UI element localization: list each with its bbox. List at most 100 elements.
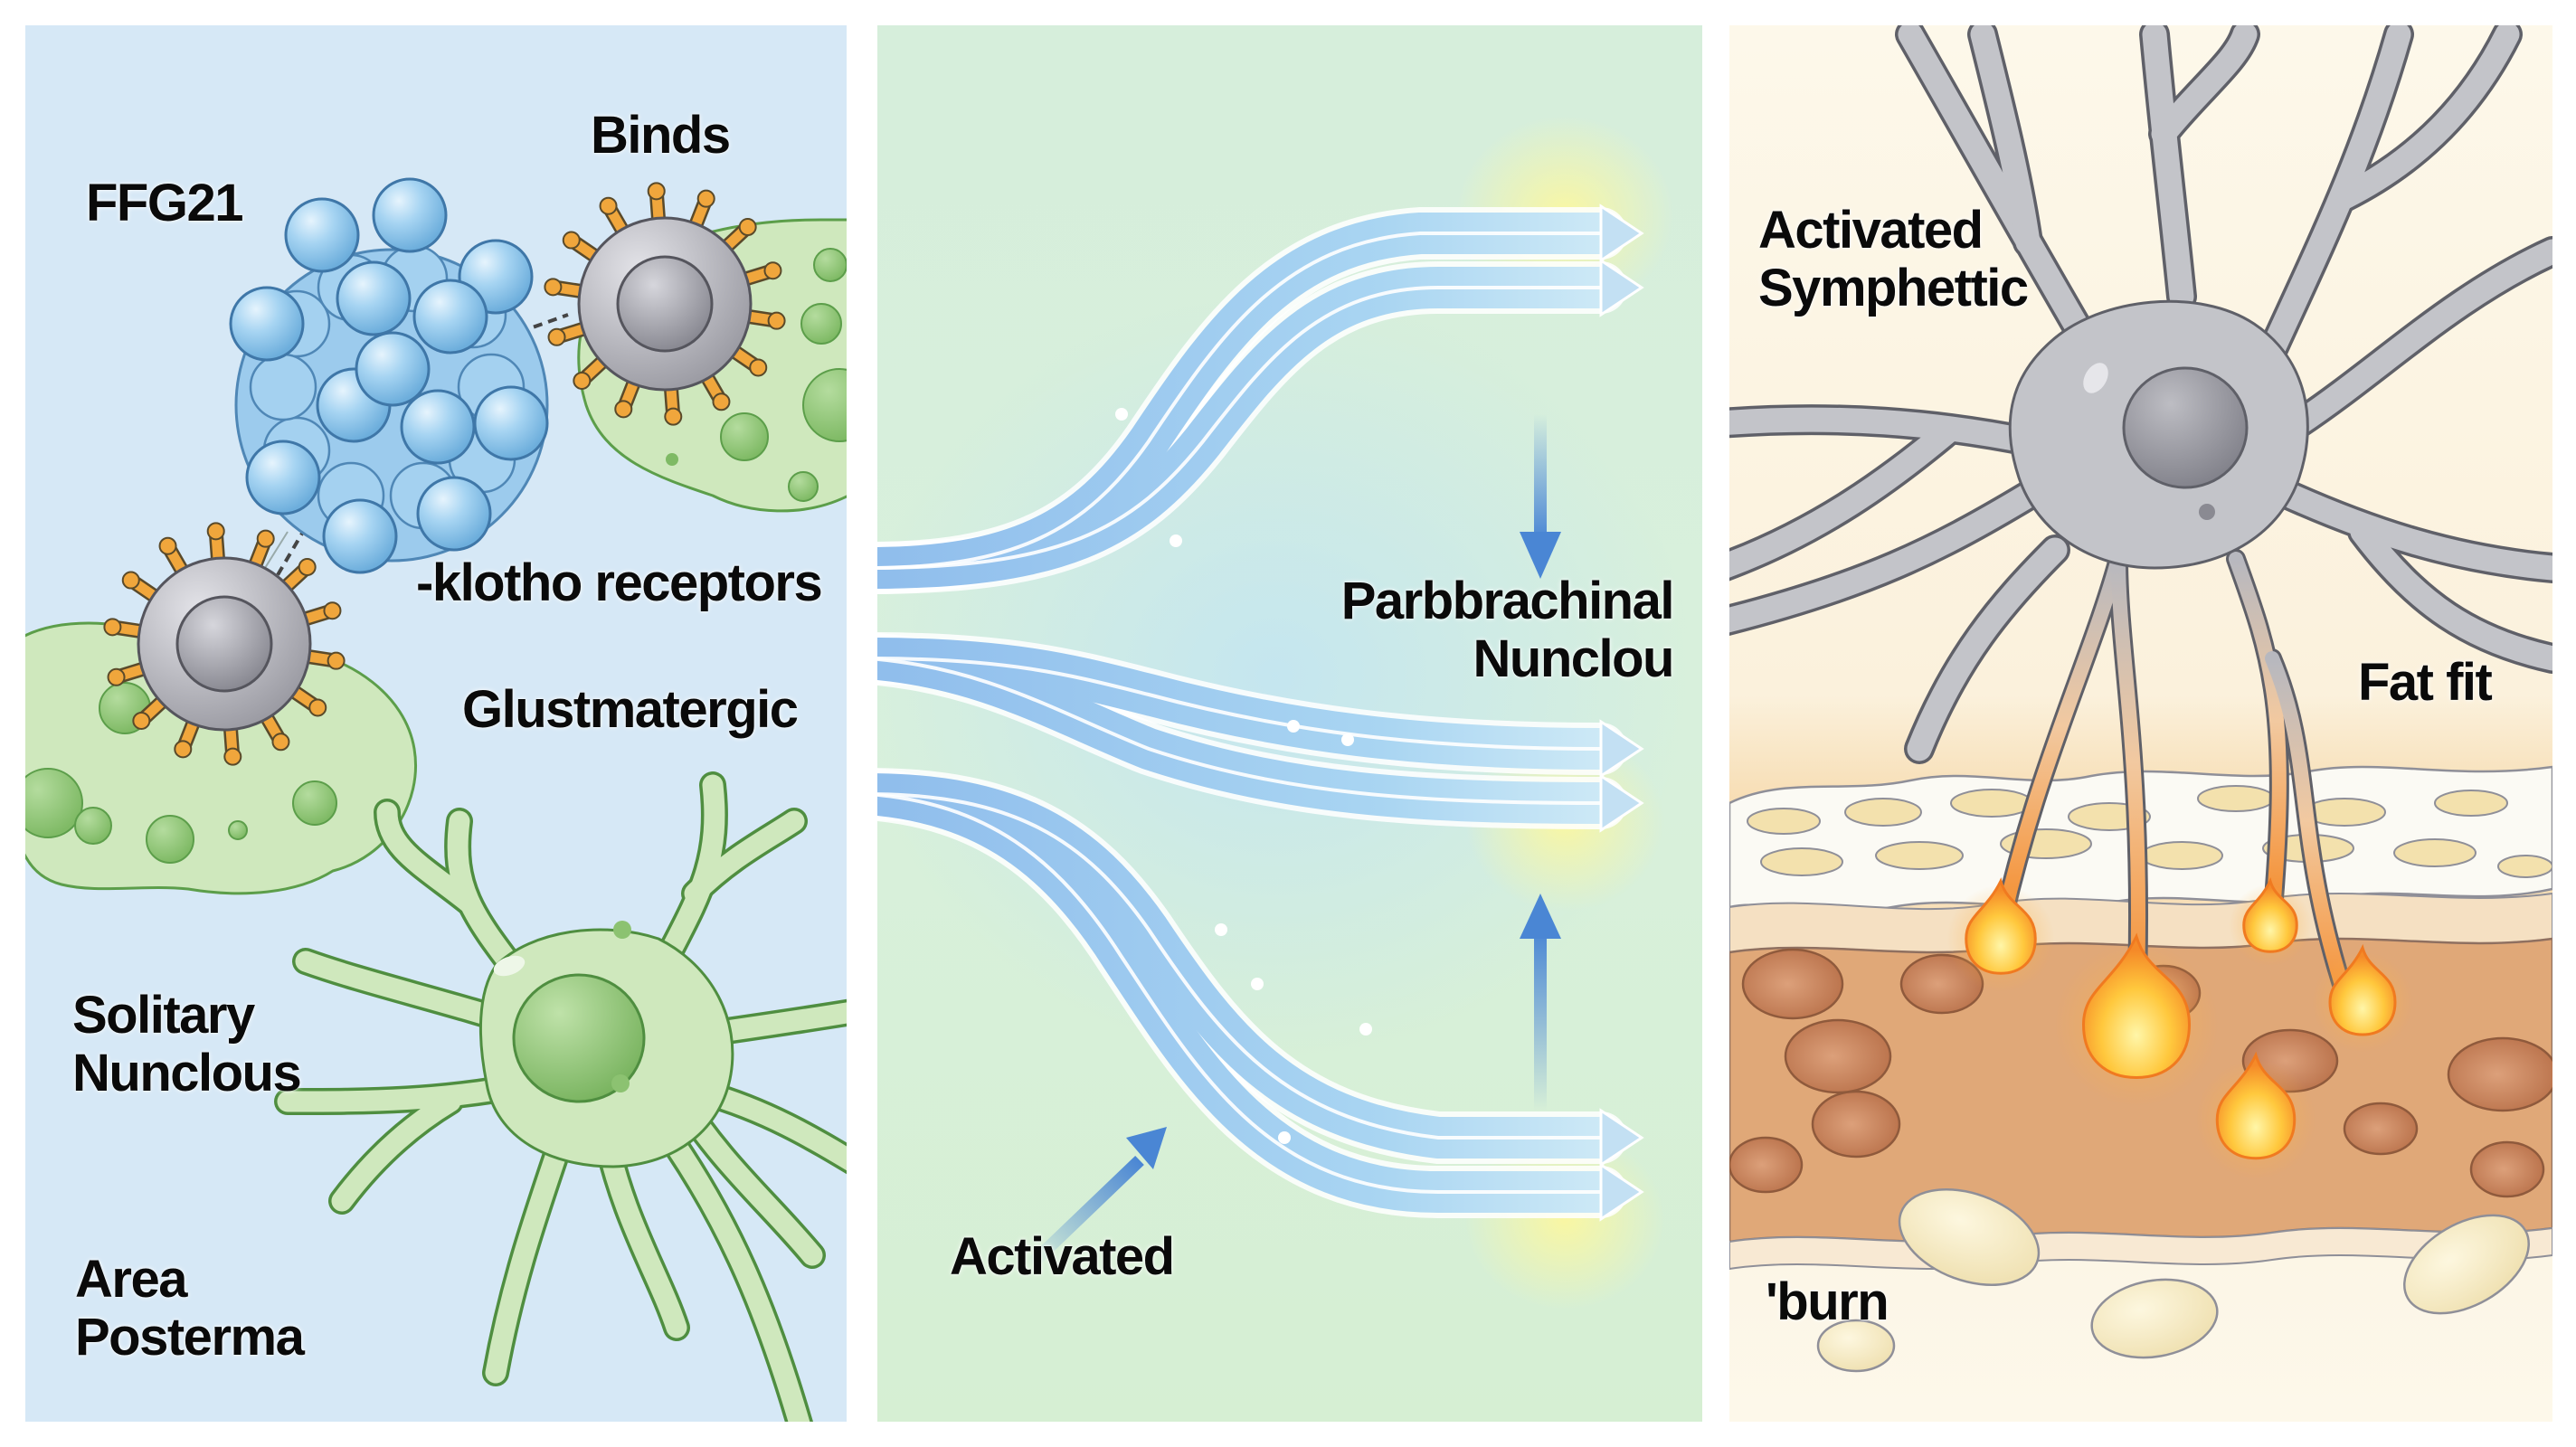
label-glutamatergic: Glustmatergic bbox=[462, 680, 799, 739]
label-fat-fit: Fat fit bbox=[2358, 653, 2493, 712]
flame-icon bbox=[1965, 877, 2037, 975]
dendrite bbox=[2278, 483, 2552, 581]
receptor-tip bbox=[206, 522, 225, 541]
receptor-tip bbox=[174, 740, 193, 759]
arrow-head-icon bbox=[1599, 258, 1644, 317]
axon bbox=[2265, 651, 2361, 1027]
arrow-head-icon bbox=[1599, 203, 1644, 263]
pathway-highlight bbox=[877, 657, 1603, 751]
activation-arrow-icon bbox=[1027, 1127, 1167, 1270]
axon bbox=[2229, 552, 2287, 928]
protein-subunit bbox=[336, 260, 412, 336]
brown-adipocyte bbox=[2469, 1140, 2545, 1198]
pathway-highlight bbox=[877, 792, 1603, 1194]
receptor-tip bbox=[132, 711, 151, 730]
dendrite bbox=[1729, 483, 2041, 633]
receptor-tip bbox=[323, 601, 342, 620]
receptor-tip bbox=[763, 261, 782, 280]
brainstem-illustration bbox=[25, 177, 847, 1422]
label-burn: 'burn bbox=[1766, 1272, 1889, 1331]
dendrite bbox=[2151, 25, 2258, 147]
fgf21-protein-cluster-icon bbox=[229, 177, 549, 574]
pathway-highlight bbox=[877, 657, 1603, 805]
receptor-tip bbox=[738, 218, 757, 237]
brown-adipocyte bbox=[1811, 1090, 1901, 1159]
receptor-tip bbox=[599, 196, 618, 215]
protein-subunit bbox=[412, 279, 488, 355]
lipid-droplet bbox=[1816, 1319, 1896, 1373]
klotho-receptor-cell-icon bbox=[544, 182, 786, 426]
panel-brainstem: FFG21 Binds -klotho receptors Glustmater… bbox=[25, 25, 847, 1422]
arrow-head-icon bbox=[1599, 773, 1644, 833]
protein-subunit bbox=[372, 177, 448, 253]
brown-adipocyte bbox=[1784, 1018, 1892, 1094]
label-klotho-receptors: -klotho receptors bbox=[416, 553, 823, 612]
signal-spark bbox=[1341, 733, 1354, 746]
panel-signal-pathway: Parbbrachinal Nunclou Activated bbox=[877, 25, 1702, 1422]
label-solitary-nucleus: Solitary Nunclous bbox=[72, 986, 302, 1102]
signal-spark bbox=[1359, 1023, 1372, 1036]
receptor-tip bbox=[308, 698, 327, 717]
label-fgf21: FFG21 bbox=[86, 174, 244, 232]
receptor-tip bbox=[573, 371, 592, 390]
brown-adipocyte bbox=[2343, 1102, 2419, 1156]
protein-subunit bbox=[229, 286, 305, 362]
receptor-tip bbox=[749, 358, 768, 377]
flame-icon bbox=[2328, 943, 2397, 1036]
axon bbox=[2111, 552, 2146, 1018]
adipocyte bbox=[2434, 790, 2508, 817]
receptor-tip bbox=[544, 278, 563, 297]
receptor-tip bbox=[298, 558, 317, 577]
brown-adipocyte bbox=[2447, 1036, 2552, 1112]
receptor-tip bbox=[107, 667, 126, 686]
pathway-illustration bbox=[877, 116, 1691, 1310]
dendrite bbox=[1898, 25, 2104, 364]
receptor-tip bbox=[223, 747, 242, 766]
receptor-tip bbox=[696, 189, 715, 208]
receptor-tip bbox=[614, 400, 633, 419]
adipocyte bbox=[2393, 838, 2477, 867]
receptor-tip bbox=[256, 529, 275, 548]
dendrite bbox=[1729, 407, 2041, 454]
signal-spark bbox=[1287, 720, 1300, 733]
receptor-tip bbox=[121, 571, 140, 590]
signal-spark bbox=[1215, 923, 1227, 936]
pathway-highlight bbox=[877, 792, 1603, 1140]
adipocyte bbox=[2197, 785, 2275, 812]
receptor-tip bbox=[647, 182, 666, 201]
dendrite bbox=[2350, 519, 2552, 671]
brown-adipocyte bbox=[1729, 1136, 1804, 1194]
receptor-tip bbox=[103, 618, 122, 637]
receptor-tip bbox=[158, 536, 177, 555]
lipid-droplet bbox=[1898, 1187, 2041, 1287]
signal-spark bbox=[1278, 1131, 1291, 1144]
adipocyte bbox=[1747, 808, 1821, 835]
brown-adipocyte bbox=[1741, 948, 1844, 1020]
dendrite bbox=[1907, 537, 2068, 761]
sympathetic-neuron-icon bbox=[1729, 25, 2552, 1030]
up-arrow-icon bbox=[1520, 894, 1561, 1111]
down-arrow-icon bbox=[1520, 414, 1561, 579]
lipid-droplet bbox=[2090, 1278, 2219, 1359]
pathway-highlight bbox=[877, 286, 1603, 570]
protein-subunit bbox=[355, 331, 431, 407]
receptor-tip bbox=[271, 733, 290, 752]
lipid-droplet-group bbox=[1816, 1187, 2530, 1373]
pathway-highlight bbox=[877, 232, 1603, 570]
binding-connector bbox=[504, 313, 569, 339]
receptor-tip bbox=[547, 327, 566, 346]
axon bbox=[1994, 552, 2126, 937]
label-parabrachial-nucleus: Parbbrachinal Nunclou bbox=[1340, 572, 1675, 688]
adipocyte bbox=[1875, 841, 1964, 870]
label-activated-sympathetic: Activated Symphettic bbox=[1758, 201, 2029, 317]
fat-tissue-illustration bbox=[1729, 25, 2552, 1373]
klotho-receptor-cell-icon bbox=[103, 522, 346, 766]
label-area-postrema: Area Posterma bbox=[75, 1250, 305, 1367]
protein-subunit bbox=[416, 476, 492, 552]
brown-adipocyte-group bbox=[1729, 948, 2552, 1198]
protein-subunit bbox=[284, 197, 360, 273]
signal-spark bbox=[1251, 978, 1264, 990]
adipocyte bbox=[1950, 789, 2033, 818]
adipocyte bbox=[1844, 798, 1922, 827]
dendrite bbox=[2332, 25, 2520, 210]
